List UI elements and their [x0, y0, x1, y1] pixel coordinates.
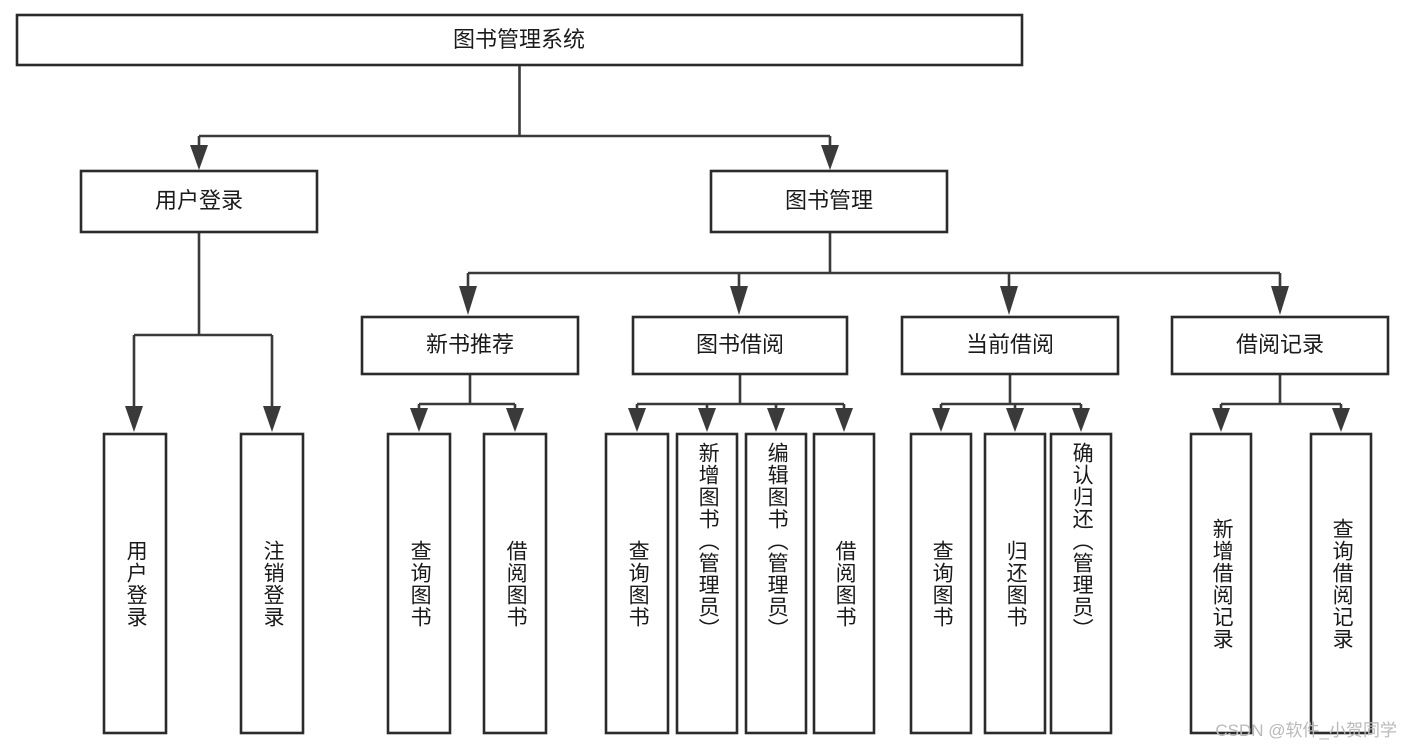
- node-box-book-borrow[interactable]: [631, 315, 849, 376]
- arrow-head-leaf-query-borrow-record: [1332, 408, 1350, 432]
- arrow-head-leaf-query-book-borrow: [628, 408, 646, 432]
- arrow-head-leaf-query-book-recommend: [410, 408, 428, 432]
- node-box-leaf-confirm-return[interactable]: [1049, 432, 1113, 735]
- arrow-head-new-book-recommend: [459, 286, 477, 315]
- node-label-borrow-records: 借阅记录: [1236, 332, 1324, 357]
- node-box-leaf-query-book-borrow[interactable]: [604, 432, 670, 735]
- node-box-book-management[interactable]: [709, 169, 949, 234]
- arrow-head-leaf-confirm-return: [1072, 408, 1090, 432]
- node-box-leaf-query-book-recommend[interactable]: [386, 432, 452, 735]
- node-box-new-book-recommend[interactable]: [360, 315, 580, 376]
- node-box-leaf-query-book-current[interactable]: [909, 432, 973, 735]
- arrow-head-leaf-user-logout: [263, 406, 281, 432]
- node-label-current-borrow: 当前借阅: [966, 332, 1054, 357]
- node-label-new-book-recommend: 新书推荐: [426, 332, 514, 357]
- node-box-borrow-records[interactable]: [1170, 315, 1390, 376]
- node-box-leaf-edit-book[interactable]: [744, 432, 808, 735]
- node-box-leaf-add-borrow-record[interactable]: [1189, 432, 1253, 735]
- arrow-head-leaf-add-borrow-record: [1212, 408, 1230, 432]
- nodes-layer: 图书管理系统 用户登录 图书管理 新书推荐 图书借阅 当前借阅 借阅记录: [15, 13, 1390, 735]
- node-label-user-login: 用户登录: [155, 188, 243, 213]
- node-box-leaf-query-borrow-record[interactable]: [1309, 432, 1373, 735]
- connectors-layer: [125, 65, 1350, 432]
- node-label-book-borrow: 图书借阅: [696, 332, 784, 357]
- arrow-head-leaf-borrow-book-recommend: [506, 408, 524, 432]
- csdn-watermark: CSDN @软件_小贺同学: [1215, 721, 1397, 740]
- node-box-leaf-return-book[interactable]: [983, 432, 1047, 735]
- arrow-head-current-borrow: [1000, 286, 1018, 315]
- node-box-user-login[interactable]: [79, 169, 319, 234]
- node-label-book-management: 图书管理: [785, 188, 873, 213]
- node-box-leaf-user-login[interactable]: [102, 432, 168, 735]
- arrow-head-user-login: [190, 145, 208, 170]
- node-box-leaf-borrow-book[interactable]: [812, 432, 876, 735]
- arrow-head-book-management: [821, 145, 839, 170]
- arrow-head-borrow-records: [1271, 286, 1289, 315]
- arrow-head-leaf-add-book: [698, 408, 716, 432]
- arrow-head-leaf-return-book: [1006, 408, 1024, 432]
- arrow-head-book-borrow: [730, 286, 748, 315]
- node-box-root[interactable]: [15, 13, 1024, 67]
- arrow-head-leaf-borrow-book: [835, 408, 853, 432]
- arrow-head-leaf-edit-book: [767, 408, 785, 432]
- arrow-head-leaf-user-login: [125, 406, 143, 432]
- arrow-head-leaf-query-book-current: [932, 408, 950, 432]
- node-box-leaf-borrow-book-recommend[interactable]: [482, 432, 548, 735]
- node-label-root: 图书管理系统: [453, 27, 585, 52]
- node-box-current-borrow[interactable]: [900, 315, 1120, 376]
- node-box-leaf-add-book[interactable]: [675, 432, 739, 735]
- node-box-leaf-user-logout[interactable]: [239, 432, 305, 735]
